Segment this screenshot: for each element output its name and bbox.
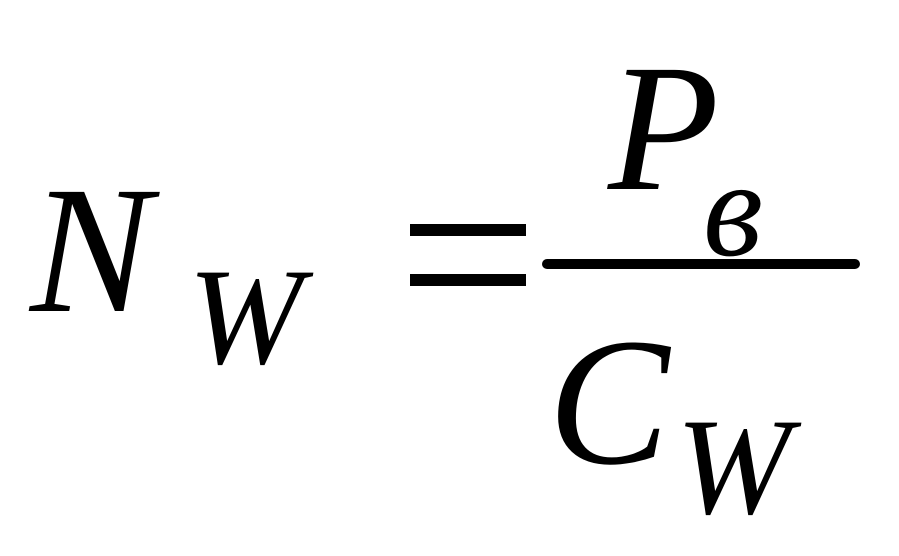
numerator-symbol: P	[608, 28, 720, 229]
lhs-symbol: N	[30, 150, 152, 351]
equals-sign-top-bar	[410, 224, 526, 236]
numerator-subscript: в	[703, 132, 763, 285]
lhs-subscript: W	[188, 240, 303, 393]
denominator-symbol: C	[548, 302, 670, 503]
fraction-bar	[542, 259, 860, 269]
equals-sign-bottom-bar	[410, 274, 526, 286]
denominator-subscript: W	[676, 390, 791, 543]
